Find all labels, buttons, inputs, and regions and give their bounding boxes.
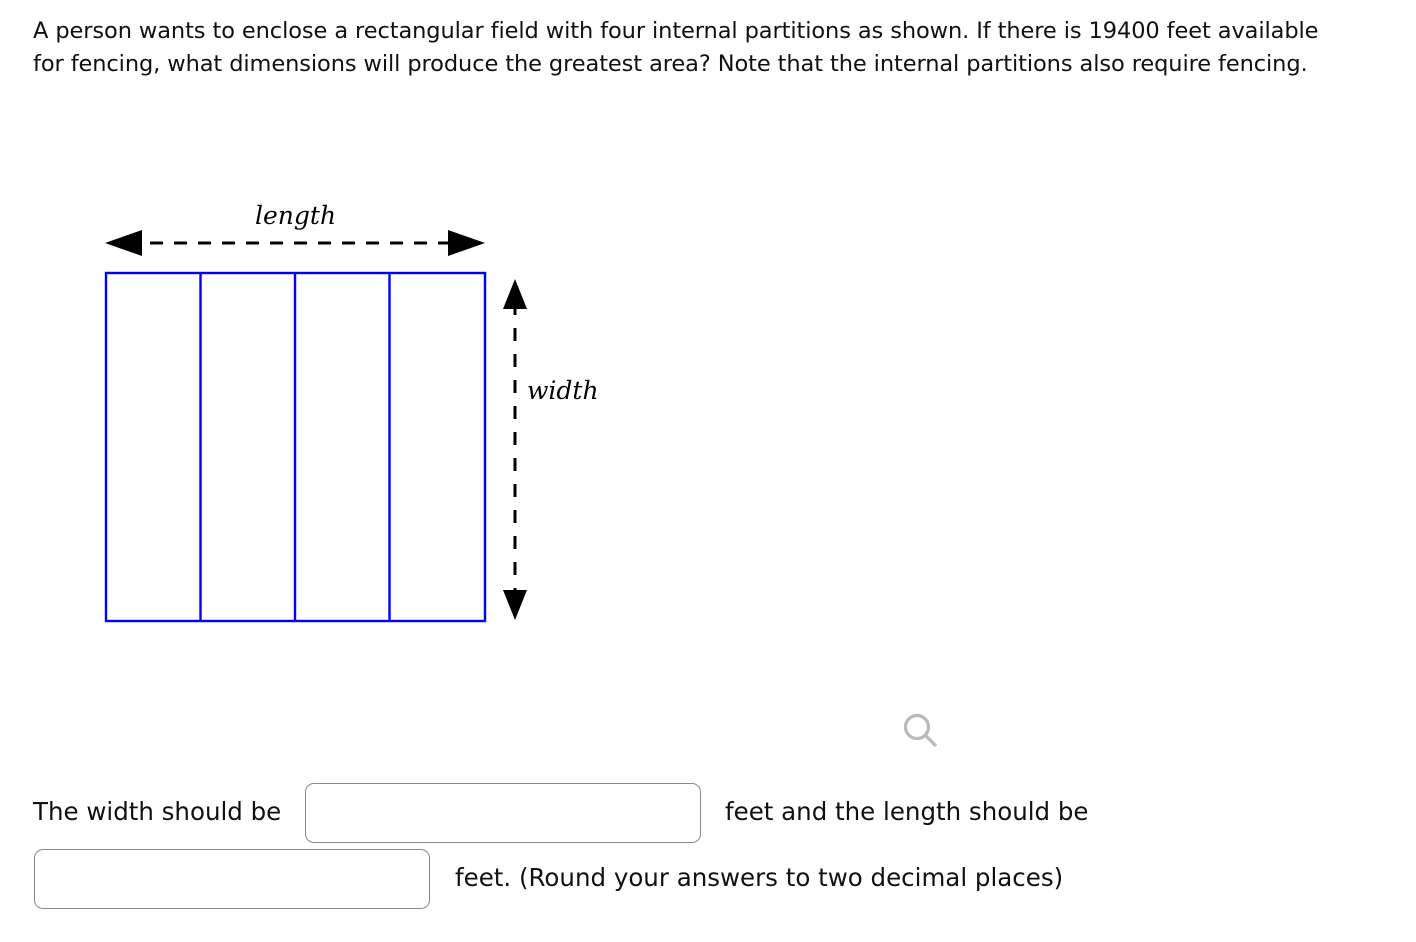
length-arrow-head-right [448, 230, 485, 256]
width-label: width [527, 376, 599, 405]
fencing-diagram: length width [0, 180, 700, 650]
width-arrow-head-bottom [503, 590, 527, 620]
length-label: length [255, 201, 337, 230]
search-icon-glyph [903, 713, 938, 748]
search-icon-lens [903, 713, 931, 741]
search-icon[interactable] [899, 710, 943, 754]
length-answer-input[interactable] [34, 849, 430, 909]
width-dimension-arrow [503, 279, 527, 620]
rounding-instruction-label: feet. (Round your answers to two decimal… [455, 863, 1064, 892]
problem-statement: A person wants to enclose a rectangular … [33, 18, 1319, 77]
length-answer-prefix-label: feet and the length should be [725, 797, 1089, 826]
answer-area: The width should be feet and the length … [0, 780, 1416, 940]
length-dimension-arrow [105, 230, 485, 256]
length-arrow-head-left [105, 230, 142, 256]
width-arrow-head-top [503, 279, 527, 309]
width-answer-input[interactable] [305, 783, 701, 843]
diagram-svg [104, 230, 527, 623]
width-answer-prefix-label: The width should be [33, 797, 282, 826]
search-icon-handle [924, 734, 938, 748]
